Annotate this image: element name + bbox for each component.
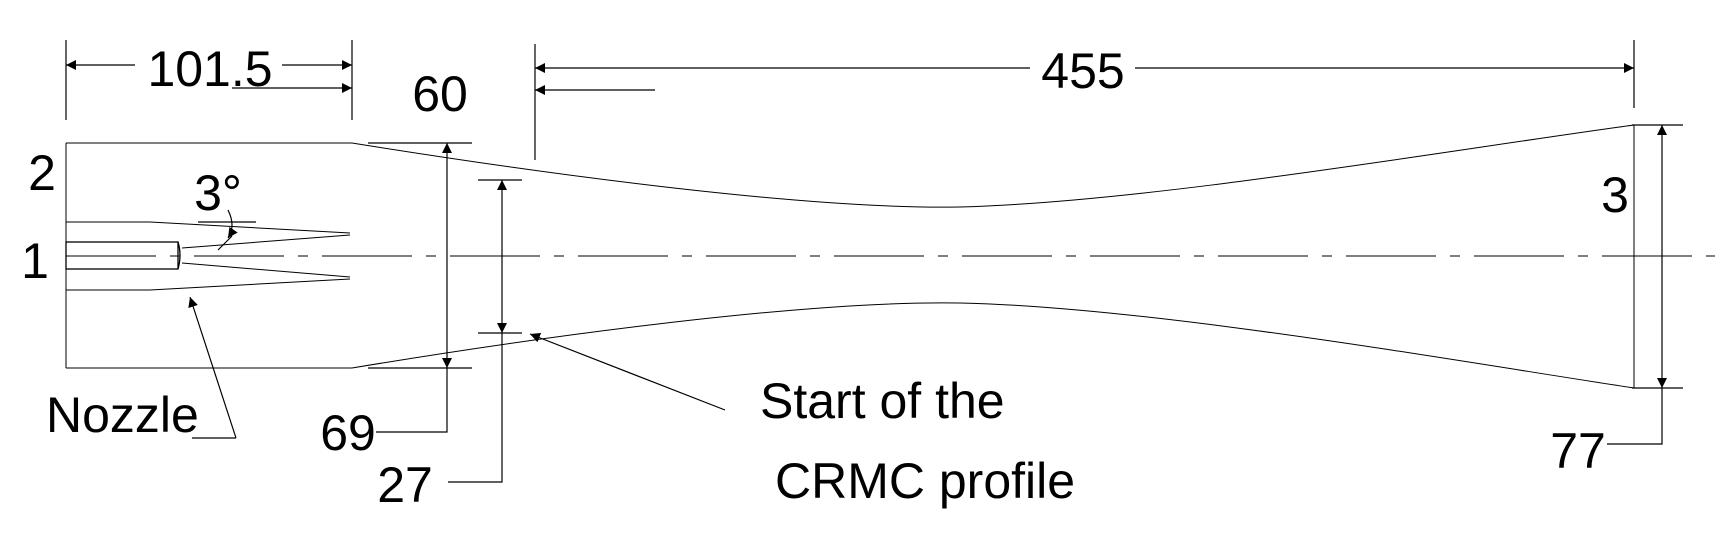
- mixing-profile-bottom-wall: [351, 302, 1635, 389]
- outlet-label: 3: [1601, 167, 1629, 223]
- angle-arc: [227, 209, 238, 239]
- dimension-throat-diameter: [448, 179, 522, 483]
- dim-leader: [1607, 388, 1663, 445]
- dimension-inlet-length: [65, 40, 353, 120]
- inlet-length-label: 101.5: [147, 41, 272, 97]
- throat-diameter-label: 27: [377, 457, 433, 513]
- nozzle-outer-bottom: [66, 278, 351, 291]
- mixing-profile-top-wall: [351, 124, 1635, 208]
- nozzle-pipe-tip: [177, 241, 181, 270]
- nozzle-inner-bottom: [181, 262, 351, 278]
- outlet-diameter-label: 77: [1550, 423, 1606, 479]
- dim-leader: [448, 333, 503, 483]
- nozzle-outer-top: [66, 221, 351, 234]
- nozzle-label: Nozzle: [46, 387, 199, 443]
- nozzle-callout: [188, 296, 237, 439]
- profile-leader: [529, 332, 726, 411]
- dimension-inlet-diameter: [368, 142, 472, 433]
- dim-leader: [376, 368, 448, 433]
- gap-length-label: 60: [412, 66, 468, 122]
- inlet-diameter-label: 69: [320, 405, 376, 461]
- profile-length-label: 455: [1041, 43, 1124, 99]
- profile-start-label-line2: CRMC profile: [775, 453, 1075, 509]
- dimension-profile-length: [534, 40, 1635, 160]
- nozzle-angle-annotation: [198, 209, 256, 251]
- angle-leader: [217, 235, 233, 251]
- profile-start-label-line1: Start of the: [760, 373, 1005, 429]
- dimension-outlet-diameter: [1607, 124, 1683, 445]
- profile-start-callout: [529, 332, 726, 411]
- nozzle-inner-top: [181, 234, 351, 249]
- nozzle-angle-label: 3°: [194, 165, 242, 221]
- primary-inlet-label: 1: [21, 233, 49, 289]
- nozzle-leader: [188, 296, 237, 439]
- secondary-inlet-label: 2: [28, 145, 56, 201]
